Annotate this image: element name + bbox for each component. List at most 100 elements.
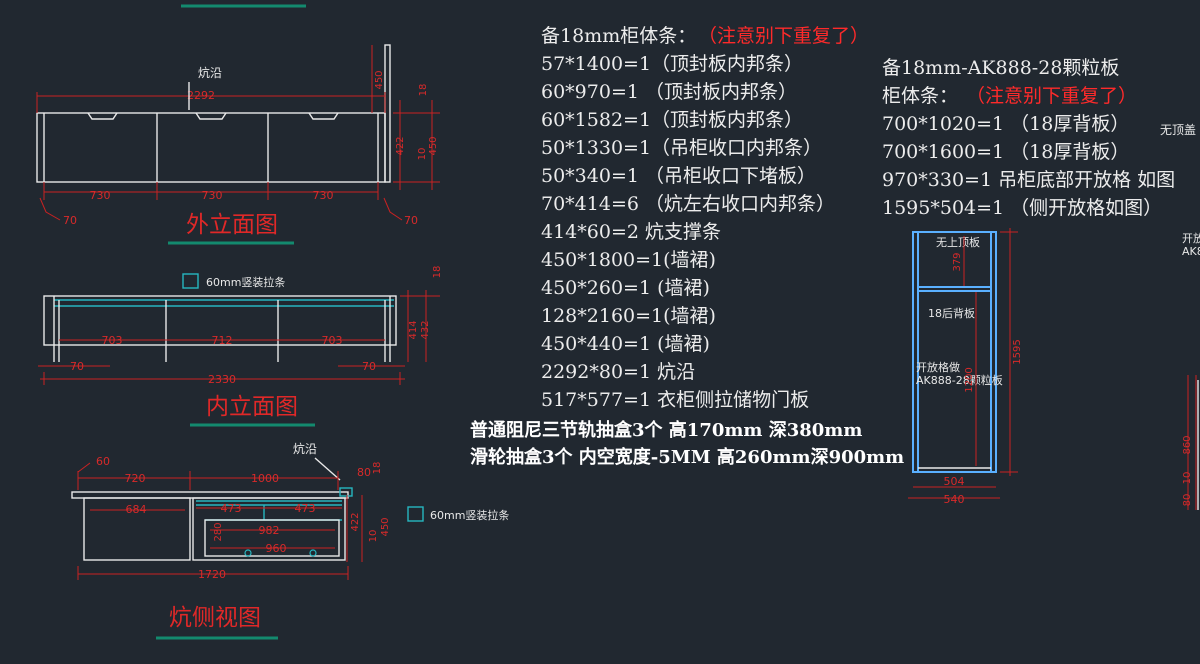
panel-item: 517*577=1 衣柜侧拉储物门板 — [541, 389, 809, 411]
panel-item: 50*340=1 （吊柜收口下堵板） — [541, 165, 816, 187]
dim-side-10: 10 — [368, 530, 379, 543]
cabinet-top-label: 无上顶板 — [936, 235, 980, 249]
drawer-wheel-left — [244, 549, 252, 557]
dim-edge-860: 860 — [1182, 435, 1193, 454]
dim-side-982: 982 — [259, 524, 280, 537]
drawer-note-1: 普通阻尼三节轨抽盒3个 高170mm 深380mm — [470, 419, 862, 441]
panel-item: 450*260=1 (墙裙) — [541, 277, 710, 299]
cabinet-back-label: 18后背板 — [928, 306, 975, 320]
dim-outer-total: 2292 — [187, 89, 215, 102]
dim-side-684: 684 — [126, 503, 147, 516]
inner-elevation-view: 60mm竖装拉条 703 712 703 70 70 2330 18 414 4… — [38, 266, 443, 427]
cabinet-outline — [912, 231, 997, 473]
dim-cabinet-379: 379 — [952, 252, 963, 271]
dim-outer-18: 18 — [418, 84, 429, 97]
handle-notch-3 — [308, 112, 339, 120]
dim-outer-left-70: 70 — [63, 214, 77, 227]
dim-side-422: 422 — [350, 512, 361, 531]
dim-inner-bay3: 703 — [322, 334, 343, 347]
dim-cabinet-1595: 1595 — [1012, 339, 1023, 364]
board-item: 970*330=1 吊柜底部开放格 如图 — [882, 169, 1175, 191]
outer-callout-kangyan: 炕沿 — [198, 65, 222, 80]
panel-item: 414*60=2 炕支撑条 — [541, 221, 721, 243]
side-left-compartment — [83, 497, 191, 561]
right-edge-partial-view: 无顶盖 开放 AK8 860 10 80 — [1160, 123, 1200, 510]
dim-outer-bay3: 730 — [313, 189, 334, 202]
dim-side-80: 80 — [357, 466, 371, 479]
cabinet-open-shelf-view: 无上顶板 18后背板 开放格做 AK888-28颗粒板 379 1200 159… — [908, 228, 1023, 506]
dim-cabinet-504: 504 — [944, 475, 965, 488]
outer-kang-body — [36, 112, 386, 183]
panel-list-warning: （注意别下重复了） — [698, 25, 869, 47]
panel-item: 450*1800=1(墙裙) — [541, 249, 716, 271]
side-top-slab — [71, 491, 349, 499]
dim-cabinet-1200: 1200 — [964, 367, 975, 392]
cabinet-open-label-1: 开放格做 — [916, 360, 960, 374]
panel-list-header: 备18mm柜体条： — [541, 25, 696, 47]
panel-item: 128*2160=1(墙裙) — [541, 305, 716, 327]
inner-kang-body — [43, 295, 397, 346]
drawer-wheel-right — [309, 549, 317, 557]
dim-edge-80: 80 — [1182, 494, 1193, 507]
dim-side-18: 18 — [372, 462, 383, 475]
side-legend-label: 60mm竖装拉条 — [430, 508, 509, 522]
dim-inner-total: 2330 — [208, 373, 236, 386]
dim-outer-bay2: 730 — [202, 189, 223, 202]
side-view-title: 炕侧视图 — [169, 605, 261, 631]
dim-side-720: 720 — [125, 472, 146, 485]
board-cut-list: 备18mm-AK888-28颗粒板 柜体条： （注意别下重复了） 700*102… — [882, 57, 1175, 219]
dim-inner-right-70: 70 — [362, 360, 376, 373]
board-item: 700*1600=1 （18厚背板） — [882, 141, 1129, 163]
panel-cut-list: 备18mm柜体条： （注意别下重复了） 57*1400=1（顶封板内邦条） 60… — [470, 25, 904, 468]
dim-inner-left-70: 70 — [70, 360, 84, 373]
dim-inner-414: 414 — [408, 320, 419, 339]
dim-side-60: 60 — [96, 455, 110, 468]
dim-inner-18: 18 — [432, 266, 443, 279]
panel-item: 70*414=6 （炕左右收口内邦条） — [541, 193, 835, 215]
panel-item: 450*440=1 (墙裙) — [541, 333, 710, 355]
outer-elevation-view: 2292 炕沿 730 730 730 70 70 450 18 422 10 … — [36, 44, 440, 245]
dim-side-960: 960 — [266, 542, 287, 555]
panel-item: 60*1582=1（顶封板内邦条） — [541, 109, 803, 131]
handle-notch-2 — [195, 112, 227, 120]
edge-side-text-1: 开放 — [1182, 231, 1200, 245]
drawer-note-2: 滑轮抽盒3个 内空宽度-5MM 高260mm深900mm — [470, 446, 904, 468]
dim-outer-right-70: 70 — [404, 214, 418, 227]
dim-side-total: 1720 — [198, 568, 226, 581]
board-item: 700*1020=1 （18厚背板） — [882, 113, 1129, 135]
dim-edge-10: 10 — [1182, 472, 1193, 485]
dim-side-280: 280 — [213, 522, 224, 541]
dim-inner-bay1: 703 — [102, 334, 123, 347]
dim-side-473a: 473 — [221, 502, 242, 515]
dim-outer-10: 10 — [417, 148, 428, 161]
side-right-compartment — [192, 497, 346, 561]
dim-outer-bay1: 730 — [90, 189, 111, 202]
inner-legend-label: 60mm竖装拉条 — [206, 275, 285, 289]
handle-notch-1 — [87, 112, 118, 120]
panel-item: 2292*80=1 炕沿 — [541, 361, 695, 383]
edge-side-text-2: AK8 — [1182, 245, 1200, 258]
board-list-warning: （注意别下重复了） — [966, 85, 1137, 107]
side-callout-kangyan: 炕沿 — [293, 441, 317, 456]
panel-item: 60*970=1 （顶封板内邦条） — [541, 81, 797, 103]
dim-side-1000: 1000 — [251, 472, 279, 485]
dim-outer-h-top: 450 — [374, 70, 385, 89]
edge-top-text: 无顶盖 — [1160, 123, 1196, 137]
kang-side-view: 炕沿 60 720 1000 80 18 684 473 473 982 960… — [71, 441, 509, 640]
dim-inner-432: 432 — [420, 320, 431, 339]
inner-legend-swatch — [182, 273, 199, 289]
dim-inner-bay2: 712 — [212, 334, 233, 347]
panel-item: 57*1400=1（顶封板内邦条） — [541, 53, 803, 75]
outer-wall-panel — [384, 44, 391, 183]
dim-side-450: 450 — [380, 517, 391, 536]
side-pulley-drawer — [204, 519, 340, 557]
board-list-subheader: 柜体条： — [882, 85, 958, 107]
outer-view-title: 外立面图 — [186, 212, 278, 238]
dim-cabinet-540: 540 — [944, 493, 965, 506]
cabinet-open-label-2: AK888-28颗粒板 — [916, 373, 1003, 387]
side-legend-swatch — [407, 506, 424, 522]
panel-item: 50*1330=1（吊柜收口内邦条） — [541, 137, 822, 159]
dim-side-473b: 473 — [295, 502, 316, 515]
board-item: 1595*504=1 （侧开放格如图） — [882, 197, 1162, 219]
